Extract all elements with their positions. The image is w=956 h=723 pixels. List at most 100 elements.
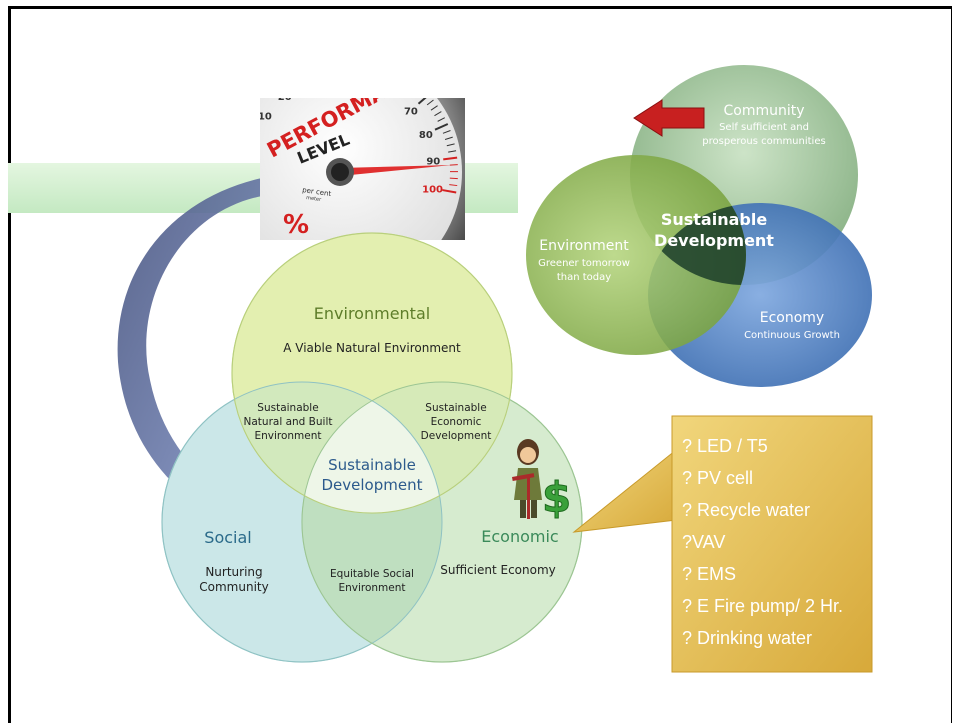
gauge-tick (395, 72, 402, 84)
gauge-tick (238, 113, 245, 117)
gauge-tick (271, 77, 279, 88)
gauge-tick (443, 156, 458, 161)
economy-line1: Continuous Growth (744, 330, 840, 341)
gauge-tick (404, 76, 409, 83)
callout-pointer (572, 448, 677, 533)
callout-item: ? Recycle water (682, 500, 811, 520)
gauge-tick (242, 107, 249, 111)
gauge-tick (409, 80, 414, 86)
venn-env-econ-line1: Sustainable (425, 402, 486, 414)
callout-item: ? LED / T5 (682, 436, 768, 456)
community-line2: prosperous communities (702, 136, 825, 147)
venn-env-econ-line2: Economic (431, 416, 482, 428)
callout-item: ? EMS (682, 564, 737, 584)
callout (572, 415, 873, 673)
environment-title: Environment (539, 238, 629, 254)
venn-social-econ-line2: Environment (338, 582, 405, 594)
gauge-tick (393, 68, 397, 75)
environment-line2: than today (557, 272, 611, 283)
gauge-percent-symbol: % (283, 210, 309, 240)
gauge-tick (322, 55, 323, 63)
gauge-tick-marks (229, 55, 459, 194)
gauge-tick (444, 136, 453, 140)
gauge-tick (446, 143, 455, 147)
gauge-tick (229, 132, 242, 137)
gauge-tick (250, 96, 256, 101)
gauge-tick-label: 50 (357, 77, 371, 88)
gauge-tick-label: 30 (302, 79, 316, 90)
gauge-tick (265, 81, 270, 87)
venn-env-social-line1: Sustainable (257, 402, 318, 414)
dollar-sign-icon: $ (542, 473, 571, 522)
callout-item: ? PV cell (682, 468, 754, 488)
gauge-tick (417, 98, 427, 105)
gauge-tick (434, 123, 449, 131)
gauge-tick (295, 63, 298, 70)
gauge-tick (255, 90, 261, 96)
gauge-tick-label: 100 (422, 184, 443, 195)
venn-economic-title: Economic (481, 527, 558, 546)
gauge-tick-label: 60 (383, 88, 397, 99)
gauge-tick (381, 62, 384, 69)
callout-box (671, 415, 873, 673)
gauge-tick (430, 105, 438, 111)
venn-social-econ-line1: Equitable Social (330, 568, 414, 580)
gauge-tick (414, 85, 419, 91)
gauge-needle (339, 164, 452, 176)
gauge-tick (442, 130, 451, 134)
callout-list: ? LED / T5 ? PV cell ? Recycle water ?VAV ? … (672, 416, 872, 672)
gauge-tick (367, 58, 371, 72)
sustainability-diagram: Community Self sufficient and prosperous… (526, 65, 872, 387)
venn-environmental-title: Environmental (314, 304, 430, 323)
gauge-tick (235, 119, 242, 123)
economy-title: Economy (760, 310, 824, 326)
gauge-tick (449, 184, 458, 187)
gauge-tick-label: 10 (258, 111, 272, 122)
venn-economic-text: Sufficient Economy (440, 563, 556, 577)
gauge-tick-label: 20 (278, 92, 292, 103)
gauge-tick (308, 58, 310, 66)
gauge-tick-label: 90 (426, 157, 440, 168)
gauge-unit-small: meter (306, 195, 323, 203)
venn-social-line2: Community (199, 580, 268, 594)
gauge-tick (442, 189, 457, 194)
environment-ellipse (526, 155, 746, 355)
callout-item: ?VAV (682, 532, 726, 552)
gauge-tick (246, 101, 257, 109)
venn-env-econ-line3: Development (421, 430, 492, 442)
community-line1: Self sufficient and (719, 122, 809, 133)
environment-line1: Greener tomorrow (538, 258, 630, 269)
venn-center-line2: Development (322, 476, 423, 494)
gauge-tick (232, 125, 239, 128)
gauge-tick (448, 150, 457, 153)
businesswoman-money-pump-illustration: $ (512, 439, 572, 523)
gauge-tick (315, 57, 317, 65)
gauge-tick-label: 40 (330, 74, 344, 85)
curved-flow-arrow (117, 178, 282, 548)
venn-social-title: Social (204, 528, 251, 547)
venn-env-social-line2: Natural and Built (244, 416, 333, 428)
callout-item: ? Drinking water (682, 628, 813, 648)
gauge-tick (437, 117, 445, 122)
gauge-tick (260, 85, 265, 91)
gauge-tick (387, 65, 390, 72)
gauge-tick (362, 56, 364, 64)
venn-environmental-text: A Viable Natural Environment (283, 341, 461, 355)
community-title: Community (723, 103, 804, 119)
callout-item: ? E Fire pump/ 2 Hr. (682, 596, 844, 616)
gauge-tick (302, 60, 307, 73)
gauge-tick-label: 70 (404, 106, 418, 117)
gauge-tick (289, 66, 292, 73)
sustainability-center-line1: Sustainable (661, 210, 767, 229)
venn-social-line1: Nurturing (205, 565, 262, 579)
gauge-tick (426, 99, 434, 106)
slide-frame (8, 6, 952, 723)
gauge-tick (434, 111, 442, 117)
gauge-tick (419, 89, 425, 95)
venn-env-social-line3: Environment (254, 430, 321, 442)
gauge-tick (375, 60, 378, 68)
gauge-tick (329, 55, 330, 63)
gauge-tick (276, 73, 280, 80)
